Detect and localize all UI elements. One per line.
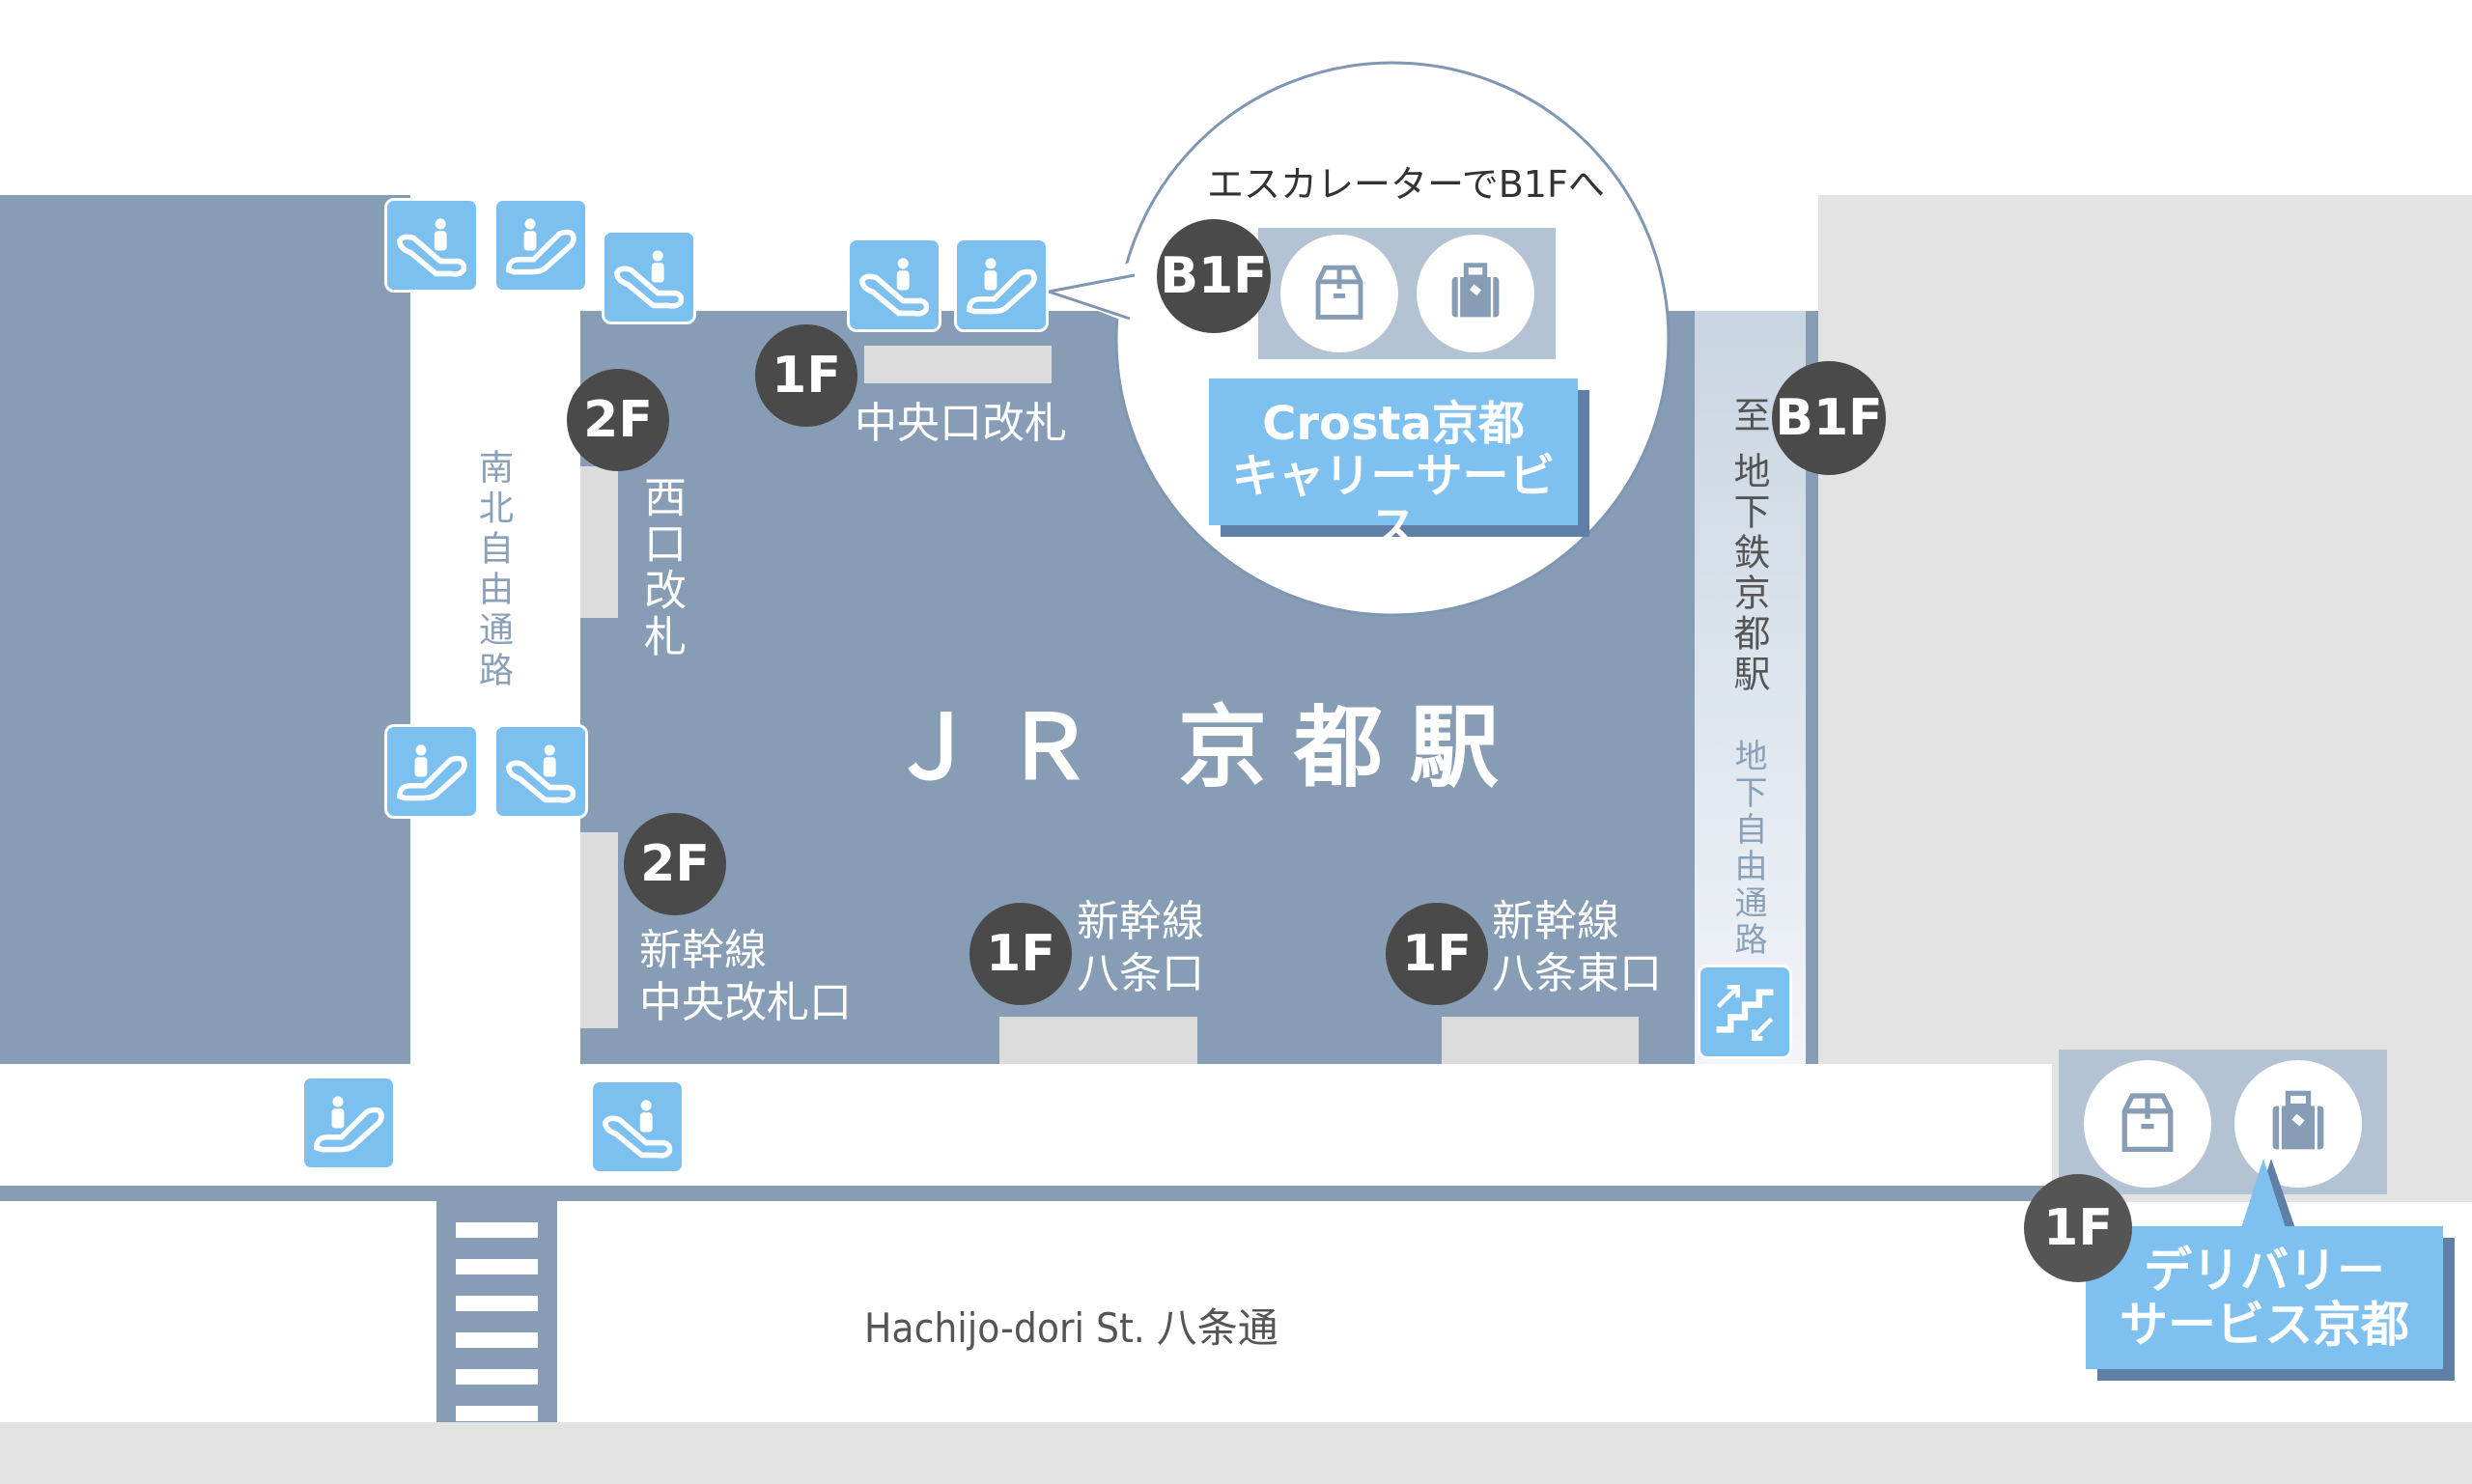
escalator-icon (301, 1076, 396, 1170)
service-name-line: デリバリー (2144, 1243, 2385, 1299)
floor-badge-hachijo-east: 1F (1386, 903, 1488, 1005)
west-gate (580, 466, 618, 618)
underground-label: 地下自由通路 (1728, 739, 1767, 959)
escalator-icon (493, 198, 588, 293)
box-icon (1280, 235, 1398, 352)
subway-label: 至 地下鉄京都駅 (1728, 396, 1770, 696)
escalator-icon (847, 238, 941, 332)
west-building (0, 195, 410, 1064)
shinkansen-central-gate (580, 832, 618, 1028)
stairs-icon (1698, 965, 1792, 1059)
hachijo-east-gate (1442, 1017, 1639, 1064)
floor-badge-subway: B1F (1772, 361, 1886, 475)
luggage-icon (2234, 1060, 2362, 1188)
callout-note: エスカレーターでB1Fへ (1207, 163, 1605, 206)
escalator-icon (602, 230, 696, 324)
east-building (1818, 195, 2472, 1064)
corridor-edge (1806, 311, 1818, 1064)
luggage-icon (1417, 235, 1534, 352)
floor-badge-hachijo: 1F (969, 903, 1072, 1005)
floor-badge-west: 2F (567, 369, 669, 471)
shinkansen-central-label: 新幹線中央改札口 (639, 925, 852, 1029)
walkway-label: 南北自由通路 (473, 449, 513, 692)
crosswalk (436, 1201, 557, 1422)
road-edge-line (0, 1186, 2057, 1201)
delivery-pointer (2240, 1159, 2296, 1231)
label-line: 八条口 (1077, 949, 1204, 998)
service-name-line: Crosta京都 (1262, 397, 1525, 451)
floor-badge-central: 1F (755, 324, 857, 427)
hachijo-label: 新幹線八条口 (1077, 896, 1204, 1000)
service-name-line: サービス京都 (2120, 1297, 2409, 1353)
box-icon (2084, 1060, 2211, 1188)
escalator-icon (954, 238, 1049, 332)
hachijo-east-label: 新幹線八条東口 (1492, 896, 1662, 1000)
floor-badge-shinkansen-central: 2F (624, 813, 726, 915)
central-gate-label: 中央口改札 (855, 399, 1067, 448)
floor-badge-delivery: 1F (2024, 1174, 2132, 1282)
label-line: 中央改札口 (639, 978, 852, 1027)
escalator-icon (384, 198, 479, 293)
west-gate-label: 西口改札 (636, 475, 686, 660)
label-line: 新幹線 (639, 926, 767, 975)
hachijo-gate (999, 1017, 1197, 1064)
delivery-service-box: デリバリーサービス京都 (2086, 1226, 2443, 1369)
crosta-carry-service-box: Crosta京都キャリーサービス (1209, 378, 1578, 554)
service-name-line: キャリーサービス (1231, 449, 1556, 555)
label-line: 新幹線 (1492, 897, 1619, 946)
escalator-icon (384, 724, 479, 819)
escalator-icon (493, 724, 588, 819)
escalator-icon (590, 1079, 685, 1174)
station-name: ＪＲ 京都駅 (888, 696, 1527, 799)
central-gate (864, 346, 1052, 383)
label-line: 新幹線 (1077, 897, 1204, 946)
bottom-ground (0, 1422, 2472, 1484)
label-line: 八条東口 (1492, 949, 1662, 998)
floor-badge-callout: B1F (1157, 219, 1271, 333)
street-label: Hachijo-dori St. 八条通 (864, 1304, 1278, 1352)
